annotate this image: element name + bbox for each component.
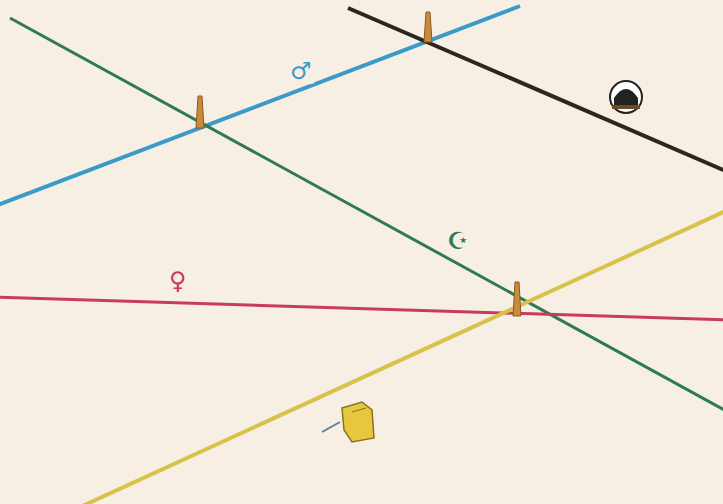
yellow-line — [78, 210, 723, 504]
planet-symbol: ♂ — [287, 58, 315, 84]
green-line — [10, 18, 723, 412]
planet-symbol: ☪ — [444, 228, 472, 254]
dome-icon — [610, 81, 642, 113]
book-icon — [322, 402, 374, 442]
cone-marker — [196, 12, 521, 316]
black-line — [348, 8, 723, 172]
pink-line — [0, 297, 723, 320]
planet-symbol: ♀ — [166, 268, 190, 294]
blue-line — [0, 6, 520, 206]
